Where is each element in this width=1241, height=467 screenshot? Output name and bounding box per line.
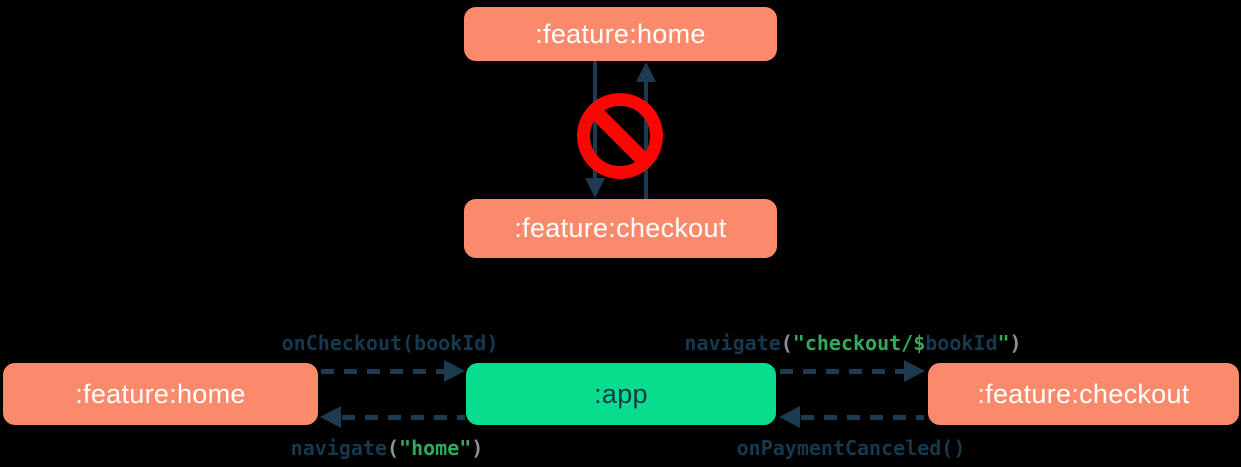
module-box-feature-checkout: :feature:checkout [928, 363, 1239, 425]
arrow-app-to-checkout-head [904, 360, 925, 382]
arrow-home-to-checkout-head [585, 178, 605, 198]
module-label: :feature:home [535, 18, 706, 49]
code-label-navigate-home: navigate("home") [290, 436, 484, 460]
module-box-feature-checkout-top: :feature:checkout [464, 199, 777, 258]
no-entry-icon [577, 93, 663, 179]
code-label-onpaymentcanceled: onPaymentCanceled() [736, 436, 966, 460]
module-label: :app [594, 378, 648, 409]
module-box-feature-home-top: :feature:home [464, 7, 777, 61]
module-label: :feature:checkout [977, 378, 1190, 409]
code-label-oncheckout: onCheckout(bookId) [281, 331, 499, 355]
arrow-app-to-home-head [320, 406, 341, 428]
arrow-home-to-app-head [444, 360, 465, 382]
arrow-app-to-home-line [342, 415, 465, 420]
module-label: :feature:checkout [514, 213, 727, 243]
module-box-feature-home: :feature:home [3, 363, 318, 425]
arrow-home-to-app-line [321, 369, 445, 374]
module-box-app: :app [466, 363, 776, 425]
code-label-navigate-checkout: navigate("checkout/$bookId") [684, 331, 1022, 355]
arrow-app-to-checkout-line [780, 369, 904, 374]
arrow-checkout-to-app-head [779, 406, 800, 428]
arrow-checkout-to-app-line [801, 415, 924, 420]
module-label: :feature:home [75, 378, 246, 409]
arrow-checkout-to-home-head [636, 62, 656, 82]
